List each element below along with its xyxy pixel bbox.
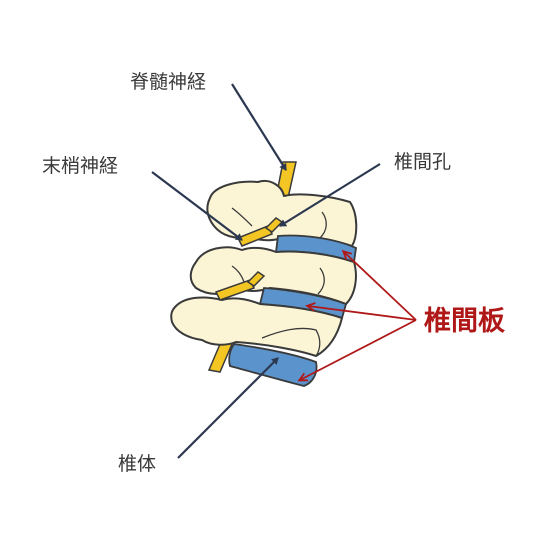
- disc-leaders: [300, 252, 417, 380]
- peripheral-nerve-leader: [151, 171, 243, 241]
- label-intervertebral-disc: 椎間板: [424, 306, 505, 337]
- label-peripheral-nerve: 末梢神経: [42, 155, 118, 177]
- spinal-nerve-leader: [231, 83, 287, 171]
- label-spinal-nerve: 脊髄神経: [130, 71, 206, 93]
- label-vertebral-body: 椎体: [118, 453, 156, 475]
- label-intervertebral-foramen: 椎間孔: [394, 151, 451, 173]
- lower-vertebra: [170, 296, 343, 357]
- vertebral-body-leader: [177, 357, 279, 459]
- foramen-leader: [279, 163, 381, 227]
